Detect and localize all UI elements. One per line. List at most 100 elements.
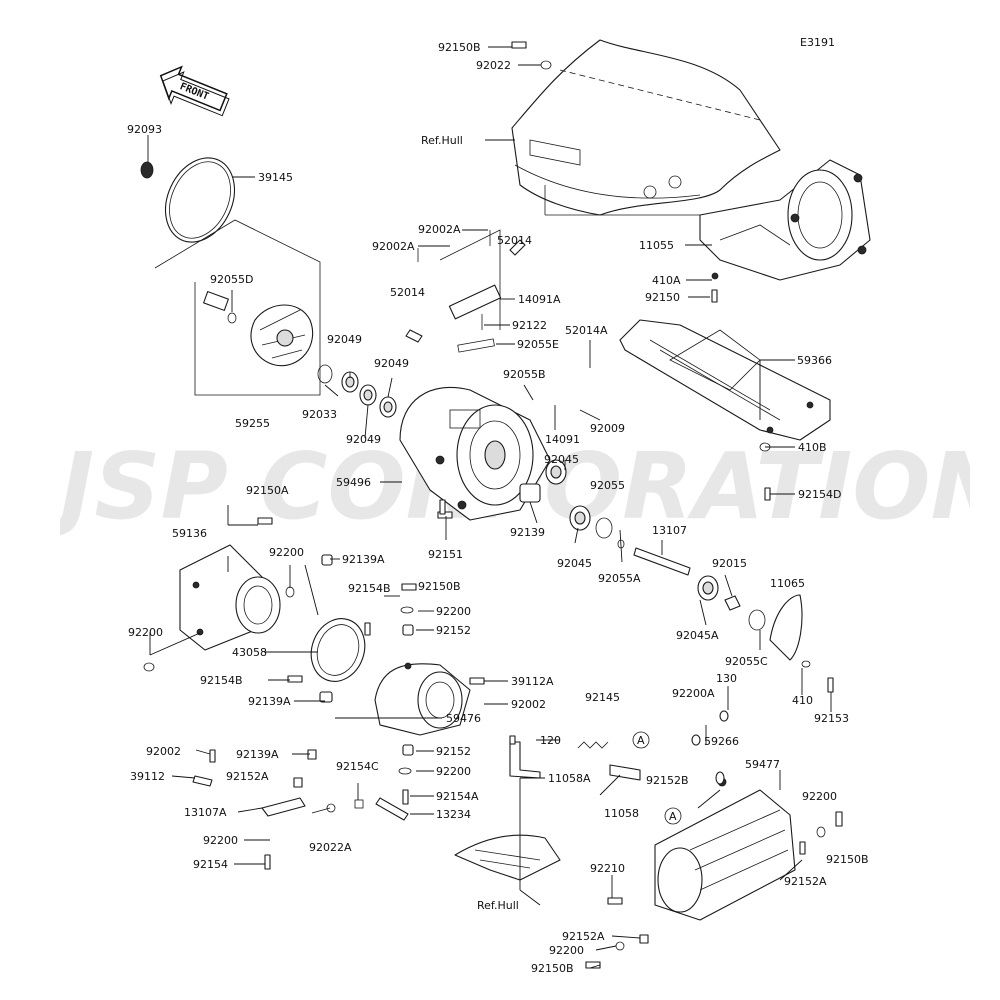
label-92200-5[interactable]: 92200 <box>802 790 837 803</box>
leader-lines <box>147 46 832 969</box>
front-arrow-icon: FRONT <box>159 65 230 117</box>
label-52014A[interactable]: 52014A <box>565 324 608 337</box>
label-92200-7[interactable]: 92200 <box>549 944 584 957</box>
label-92139A-3[interactable]: 92139A <box>236 748 279 761</box>
label-130[interactable]: 130 <box>716 672 737 685</box>
fitting-group <box>405 230 526 353</box>
label-43058[interactable]: 43058 <box>232 646 267 659</box>
label-92154D[interactable]: 92154D <box>798 488 841 501</box>
label-92002-left[interactable]: 92002 <box>146 745 181 758</box>
label-11058A[interactable]: 11058A <box>548 772 591 785</box>
label-59477[interactable]: 59477 <box>745 758 780 771</box>
label-59496[interactable]: 59496 <box>336 476 371 489</box>
label-92200-3[interactable]: 92200 <box>128 626 163 639</box>
ring-43058 <box>310 618 366 682</box>
label-39112A[interactable]: 39112A <box>511 675 554 688</box>
label-92150[interactable]: 92150 <box>645 291 680 304</box>
reverse-lever <box>509 710 729 785</box>
label-39145[interactable]: 39145 <box>258 171 293 184</box>
label-92154B-1[interactable]: 92154B <box>348 582 391 595</box>
label-92002A-1[interactable]: 92002A <box>418 223 461 236</box>
label-92045-2[interactable]: 92045 <box>557 557 592 570</box>
label-92145[interactable]: 92145 <box>585 691 620 704</box>
intake-duct-11055 <box>699 159 871 281</box>
label-13107[interactable]: 13107 <box>652 524 687 537</box>
label-92022A[interactable]: 92022A <box>309 841 352 854</box>
label-92122[interactable]: 92122 <box>512 319 547 332</box>
callout-a-2-label: A <box>669 810 677 823</box>
reverse-bucket-59477 <box>654 777 796 921</box>
label-59266[interactable]: 59266 <box>704 735 739 748</box>
label-92150B-right[interactable]: 92150B <box>826 853 869 866</box>
label-92152A-2[interactable]: 92152A <box>784 875 827 888</box>
label-92009[interactable]: 92009 <box>590 422 625 435</box>
label-59366[interactable]: 59366 <box>797 354 832 367</box>
label-92045A[interactable]: 92045A <box>676 629 719 642</box>
label-92150B[interactable]: 92150B <box>438 41 481 54</box>
label-92152A-3[interactable]: 92152A <box>562 930 605 943</box>
label-92151[interactable]: 92151 <box>428 548 463 561</box>
label-92055E[interactable]: 92055E <box>517 338 559 351</box>
label-92055D[interactable]: 92055D <box>210 273 253 286</box>
label-14091[interactable]: 14091 <box>545 433 580 446</box>
callout-a-1 <box>632 731 650 749</box>
label-92055C[interactable]: 92055C <box>725 655 768 668</box>
label-92150B-bottom[interactable]: 92150B <box>531 962 574 975</box>
label-410B[interactable]: 410B <box>798 441 827 454</box>
label-92152-2[interactable]: 92152 <box>436 745 471 758</box>
label-92200-2[interactable]: 92200 <box>436 605 471 618</box>
label-92049-2[interactable]: 92049 <box>374 357 409 370</box>
label-39112[interactable]: 39112 <box>130 770 165 783</box>
label-410[interactable]: 410 <box>792 694 813 707</box>
label-ref-hull-top[interactable]: Ref.Hull <box>421 134 463 147</box>
label-92015[interactable]: 92015 <box>712 557 747 570</box>
label-92200-4[interactable]: 92200 <box>436 765 471 778</box>
label-92154[interactable]: 92154 <box>193 858 228 871</box>
label-120[interactable]: 120 <box>540 734 561 747</box>
label-92093[interactable]: 92093 <box>127 123 162 136</box>
label-ref-hull-bottom[interactable]: Ref.Hull <box>477 899 519 912</box>
label-92139A-2[interactable]: 92139A <box>248 695 291 708</box>
label-92152B[interactable]: 92152B <box>646 774 689 787</box>
label-92045-1[interactable]: 92045 <box>544 453 579 466</box>
label-92200A[interactable]: 92200A <box>672 687 715 700</box>
label-92049-1[interactable]: 92049 <box>327 333 362 346</box>
label-11058[interactable]: 11058 <box>604 807 639 820</box>
label-59476[interactable]: 59476 <box>446 712 481 725</box>
pump-housing-59496 <box>399 386 551 521</box>
label-92055A[interactable]: 92055A <box>598 572 641 585</box>
label-92154C[interactable]: 92154C <box>336 760 379 773</box>
label-92152-1[interactable]: 92152 <box>436 624 471 637</box>
label-13234[interactable]: 13234 <box>436 808 471 821</box>
label-52014-2[interactable]: 52014 <box>390 286 425 299</box>
label-13107A[interactable]: 13107A <box>184 806 227 819</box>
label-92210[interactable]: 92210 <box>590 862 625 875</box>
label-92002A-2[interactable]: 92002A <box>372 240 415 253</box>
label-92139A-1[interactable]: 92139A <box>342 553 385 566</box>
callout-a-2 <box>664 807 682 825</box>
label-92153[interactable]: 92153 <box>814 712 849 725</box>
label-92200-6[interactable]: 92200 <box>203 834 238 847</box>
label-11055[interactable]: 11055 <box>639 239 674 252</box>
label-92055[interactable]: 92055 <box>590 479 625 492</box>
label-92150A[interactable]: 92150A <box>246 484 289 497</box>
label-92154B-2[interactable]: 92154B <box>200 674 243 687</box>
label-92200-1[interactable]: 92200 <box>269 546 304 559</box>
label-410A[interactable]: 410A <box>652 274 681 287</box>
label-92150B-mid[interactable]: 92150B <box>418 580 461 593</box>
label-59136[interactable]: 59136 <box>172 527 207 540</box>
label-92033[interactable]: 92033 <box>302 408 337 421</box>
label-92022[interactable]: 92022 <box>476 59 511 72</box>
label-59255[interactable]: 59255 <box>235 417 270 430</box>
label-11065[interactable]: 11065 <box>770 577 805 590</box>
label-92055B[interactable]: 92055B <box>503 368 546 381</box>
label-92002-mid[interactable]: 92002 <box>511 698 546 711</box>
nozzle-59136 <box>179 544 281 651</box>
label-92139[interactable]: 92139 <box>510 526 545 539</box>
label-92049-3[interactable]: 92049 <box>346 433 381 446</box>
label-14091A[interactable]: 14091A <box>518 293 561 306</box>
label-92152A-1[interactable]: 92152A <box>226 770 269 783</box>
label-92154A[interactable]: 92154A <box>436 790 479 803</box>
hull-bottom <box>454 834 561 881</box>
label-52014-1[interactable]: 52014 <box>497 234 532 247</box>
